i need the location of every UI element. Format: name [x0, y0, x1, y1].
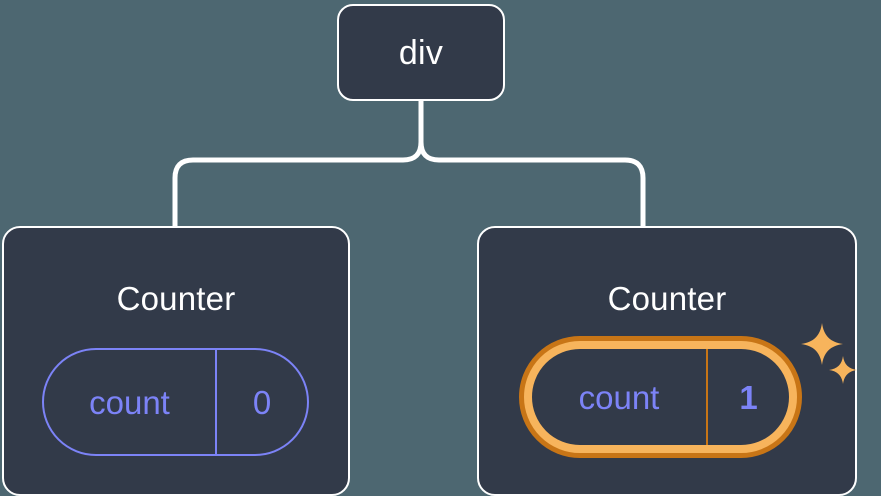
state-pill-right-divider	[706, 349, 708, 445]
state-pill-right-inner-ring	[524, 341, 797, 453]
sparkle-group	[801, 322, 861, 392]
node-div[interactable]: div	[337, 4, 505, 101]
node-counter-right-title: Counter	[607, 280, 727, 317]
state-pill-left[interactable]: count 0	[42, 348, 309, 456]
state-pill-left-key: count	[89, 383, 170, 421]
connector-branch-right	[418, 139, 646, 230]
state-pill-right-outer-ring	[519, 336, 802, 458]
state-pill-left-divider	[215, 350, 217, 454]
node-div-label: div	[398, 33, 444, 72]
state-pill-right-value: 1	[739, 378, 758, 416]
state-pill-left-outline: count 0	[42, 348, 309, 456]
sparkle-icon	[801, 323, 843, 365]
node-counter-left-title: Counter	[116, 280, 236, 317]
sparkle-icon	[829, 356, 857, 384]
node-counter-left[interactable]: Counter count 0	[2, 226, 350, 496]
node-counter-right[interactable]: Counter count 1	[477, 226, 857, 496]
state-pill-right[interactable]: count 1	[519, 336, 802, 458]
state-pill-right-content: count 1	[532, 349, 789, 445]
state-pill-right-key: count	[578, 378, 660, 416]
state-pill-left-value: 0	[252, 383, 272, 421]
connector-branch-left	[172, 139, 424, 230]
